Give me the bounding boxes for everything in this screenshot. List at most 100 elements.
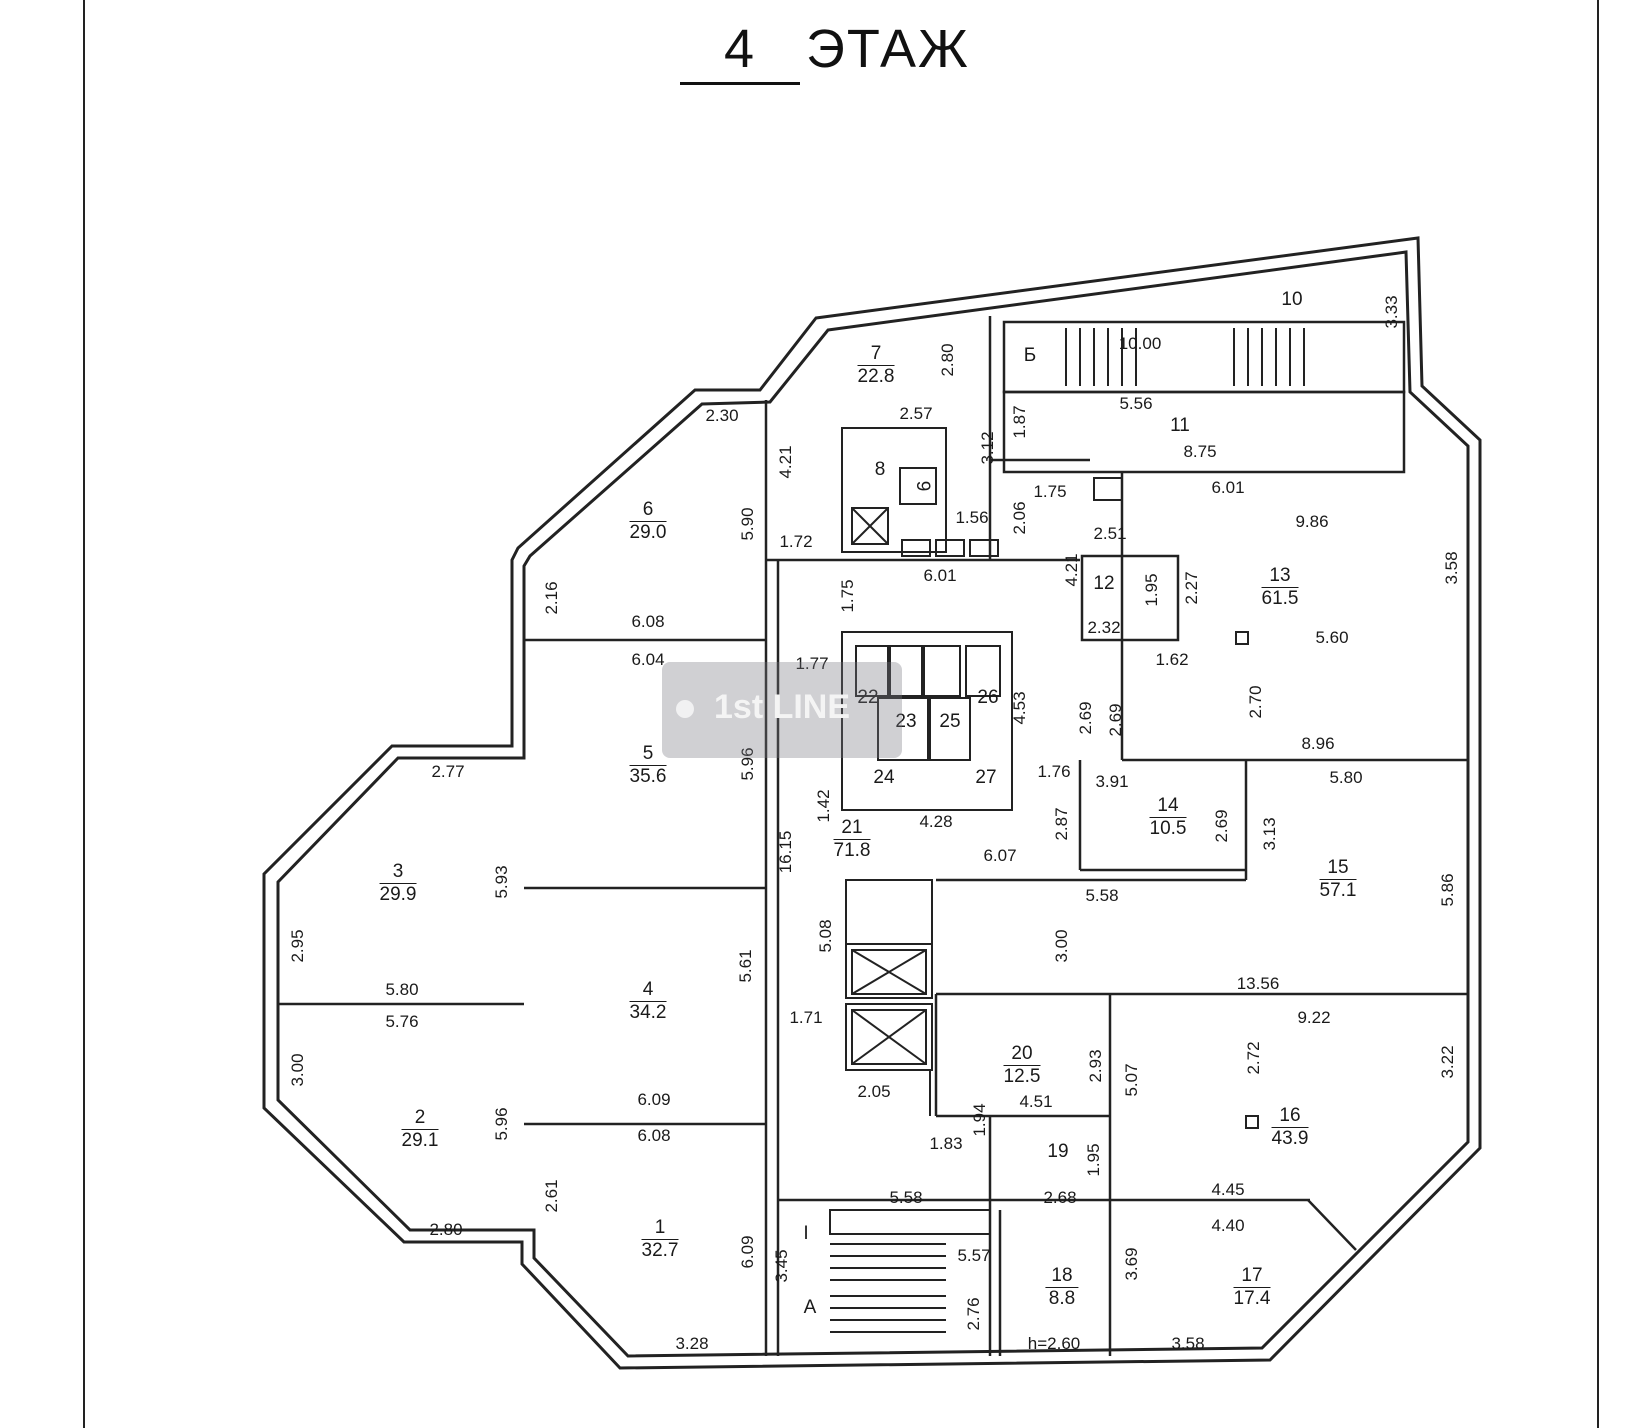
dimension: 6.08 xyxy=(637,1126,671,1145)
dimension: 8.96 xyxy=(1301,734,1335,753)
dimension: 5.07 xyxy=(1122,1063,1141,1097)
room-27-label: 27 xyxy=(975,767,997,788)
room-area: 71.8 xyxy=(833,840,871,861)
dimension: 4.51 xyxy=(1019,1092,1053,1111)
room-area: 34.2 xyxy=(629,1002,667,1023)
dimension: 4.53 xyxy=(1010,691,1029,725)
dimension: 5.90 xyxy=(738,507,757,541)
dimension: 1.62 xyxy=(1155,650,1189,669)
stair-b-steps xyxy=(1065,328,1305,386)
room-26-label: 26 xyxy=(977,687,999,708)
dimension: 1.77 xyxy=(795,654,829,673)
watermark-text: 1st LINE xyxy=(714,688,851,726)
dimension: 1.83 xyxy=(929,1134,963,1153)
dimension: 5.08 xyxy=(816,919,835,953)
ceiling-height-label: h=2.60 xyxy=(1027,1334,1081,1353)
room-number: 6 xyxy=(629,500,667,522)
room-23-label: 23 xyxy=(895,711,917,732)
dimension: 2.72 xyxy=(1244,1041,1263,1075)
dimension: 2.70 xyxy=(1246,685,1265,719)
room-area: 32.7 xyxy=(641,1240,679,1261)
dimension: 4.28 xyxy=(919,812,953,831)
room-number: 17 xyxy=(1233,1266,1271,1288)
room-area: 35.6 xyxy=(629,766,667,787)
dimension: 5.56 xyxy=(1119,394,1153,413)
dimension: 2.27 xyxy=(1182,571,1201,605)
dimension: 2.05 xyxy=(857,1082,891,1101)
dimension: 3.69 xyxy=(1122,1247,1141,1281)
dimension: 5.58 xyxy=(1085,886,1119,905)
dimension: 6.07 xyxy=(983,846,1017,865)
dimension: 2.93 xyxy=(1086,1049,1105,1083)
room-24-label: 24 xyxy=(873,767,895,788)
dimension: 2.30 xyxy=(705,406,739,425)
room-25-label: 25 xyxy=(939,711,961,732)
room-number: 1 xyxy=(641,1218,679,1240)
dimension: 2.69 xyxy=(1076,701,1095,735)
dimension: 3.13 xyxy=(1260,817,1279,851)
dimension: 6.01 xyxy=(1211,478,1245,497)
room-area: 57.1 xyxy=(1319,880,1357,901)
dimension: 3.45 xyxy=(772,1249,791,1283)
room-area: 29.9 xyxy=(379,884,417,905)
room-area: 10.5 xyxy=(1149,818,1187,839)
room-9-label: 9 xyxy=(912,480,933,492)
dimension: 1.71 xyxy=(789,1008,823,1027)
dimension: 2.80 xyxy=(938,343,957,377)
room-number: 18 xyxy=(1045,1266,1079,1288)
room-22-label: 22 xyxy=(857,687,879,708)
dimension: 1.95 xyxy=(1142,573,1161,607)
dimension: 1.72 xyxy=(779,532,813,551)
dimension: 1.75 xyxy=(838,579,857,613)
dimension: 4.21 xyxy=(776,445,795,479)
dimension: 2.06 xyxy=(1010,501,1029,535)
dimension: 2.16 xyxy=(542,581,561,615)
dimension: 5.60 xyxy=(1315,628,1349,647)
dimension: 1.76 xyxy=(1037,762,1071,781)
dimension: 6.09 xyxy=(637,1090,671,1109)
dimension: 5.58 xyxy=(889,1188,923,1207)
room-number: 21 xyxy=(833,818,871,840)
dimension: 5.80 xyxy=(385,980,419,999)
room-area: 43.9 xyxy=(1271,1128,1309,1149)
dimension: 5.86 xyxy=(1438,873,1457,907)
room-number: 14 xyxy=(1149,796,1187,818)
dimension: 8.75 xyxy=(1183,442,1217,461)
dimension: 2.77 xyxy=(431,762,465,781)
dimension: 9.22 xyxy=(1297,1008,1331,1027)
dimension: 3.58 xyxy=(1442,551,1461,585)
dimension: 2.69 xyxy=(1212,809,1231,843)
room-area: 12.5 xyxy=(1003,1066,1041,1087)
dimension: 6.01 xyxy=(923,566,957,585)
room-number: 7 xyxy=(857,344,895,366)
dimension: 1.94 xyxy=(970,1103,989,1137)
room-8-label: 8 xyxy=(874,459,886,480)
room-number: 5 xyxy=(629,744,667,766)
dimension: 2.87 xyxy=(1052,807,1071,841)
stair-a-steps xyxy=(830,1243,946,1333)
room-area: 17.4 xyxy=(1233,1288,1271,1309)
room-area: 8.8 xyxy=(1048,1288,1076,1309)
dimension: 2.76 xyxy=(964,1297,983,1331)
dimension: 3.58 xyxy=(1171,1334,1205,1353)
dimension: 2.57 xyxy=(899,404,933,423)
room-number: 20 xyxy=(1003,1044,1041,1066)
dimension: 4.40 xyxy=(1211,1216,1245,1235)
floor-number: 4 xyxy=(680,18,800,85)
room-area: 29.0 xyxy=(629,522,667,543)
dimension: 2.51 xyxy=(1093,524,1127,543)
dimension: 2.32 xyxy=(1087,618,1121,637)
